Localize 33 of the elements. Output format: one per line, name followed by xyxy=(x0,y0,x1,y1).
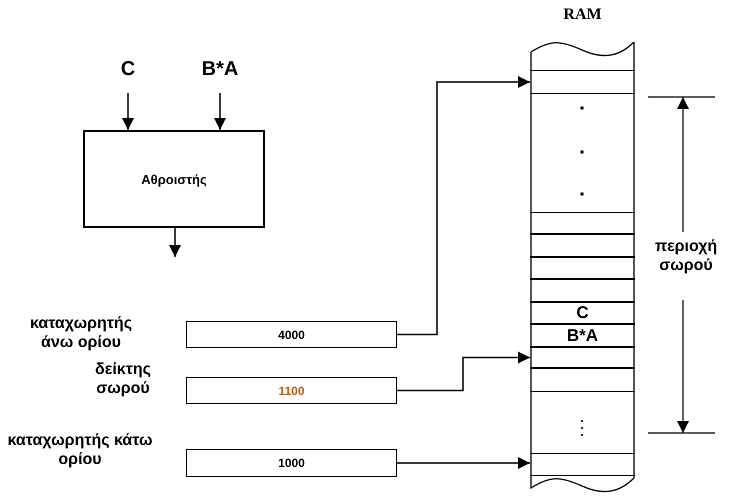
box-label: 1100 xyxy=(278,384,305,398)
input-label: B*A xyxy=(192,56,248,82)
region-label: περιοχή σωρού xyxy=(654,237,718,275)
memory-cell xyxy=(530,70,635,94)
memory-cell xyxy=(530,302,635,324)
register-box xyxy=(186,449,397,477)
box-label: Αθροιστής xyxy=(141,172,207,186)
arrow xyxy=(397,76,530,336)
memory-cell xyxy=(530,257,635,279)
memory-cell xyxy=(530,453,635,476)
input-label: C xyxy=(113,56,143,82)
arrow xyxy=(169,228,181,257)
arrow xyxy=(214,93,226,130)
register-label: καταχωρητής κάτω ορίου xyxy=(6,431,154,469)
memory-cell xyxy=(530,324,635,347)
arrow xyxy=(397,457,530,469)
memory-cell xyxy=(530,368,635,392)
memory-cell xyxy=(530,347,635,368)
memory-cell xyxy=(530,234,635,257)
box-label: 1000 xyxy=(278,456,305,470)
memory-cell xyxy=(530,279,635,302)
arrow xyxy=(122,93,134,130)
adder-box xyxy=(83,130,265,228)
register-box xyxy=(186,321,397,348)
cell-value: C xyxy=(576,304,589,322)
cell-value: B*A xyxy=(566,326,598,344)
register-label: καταχωρητής άνω ορίου xyxy=(28,314,134,352)
arrow xyxy=(397,352,530,392)
register-label: δείκτης σωρού xyxy=(94,360,152,398)
memory-cell xyxy=(530,212,635,234)
memory-heading: RAM xyxy=(562,6,603,24)
box-label: 4000 xyxy=(278,328,305,342)
register-box xyxy=(186,377,397,404)
